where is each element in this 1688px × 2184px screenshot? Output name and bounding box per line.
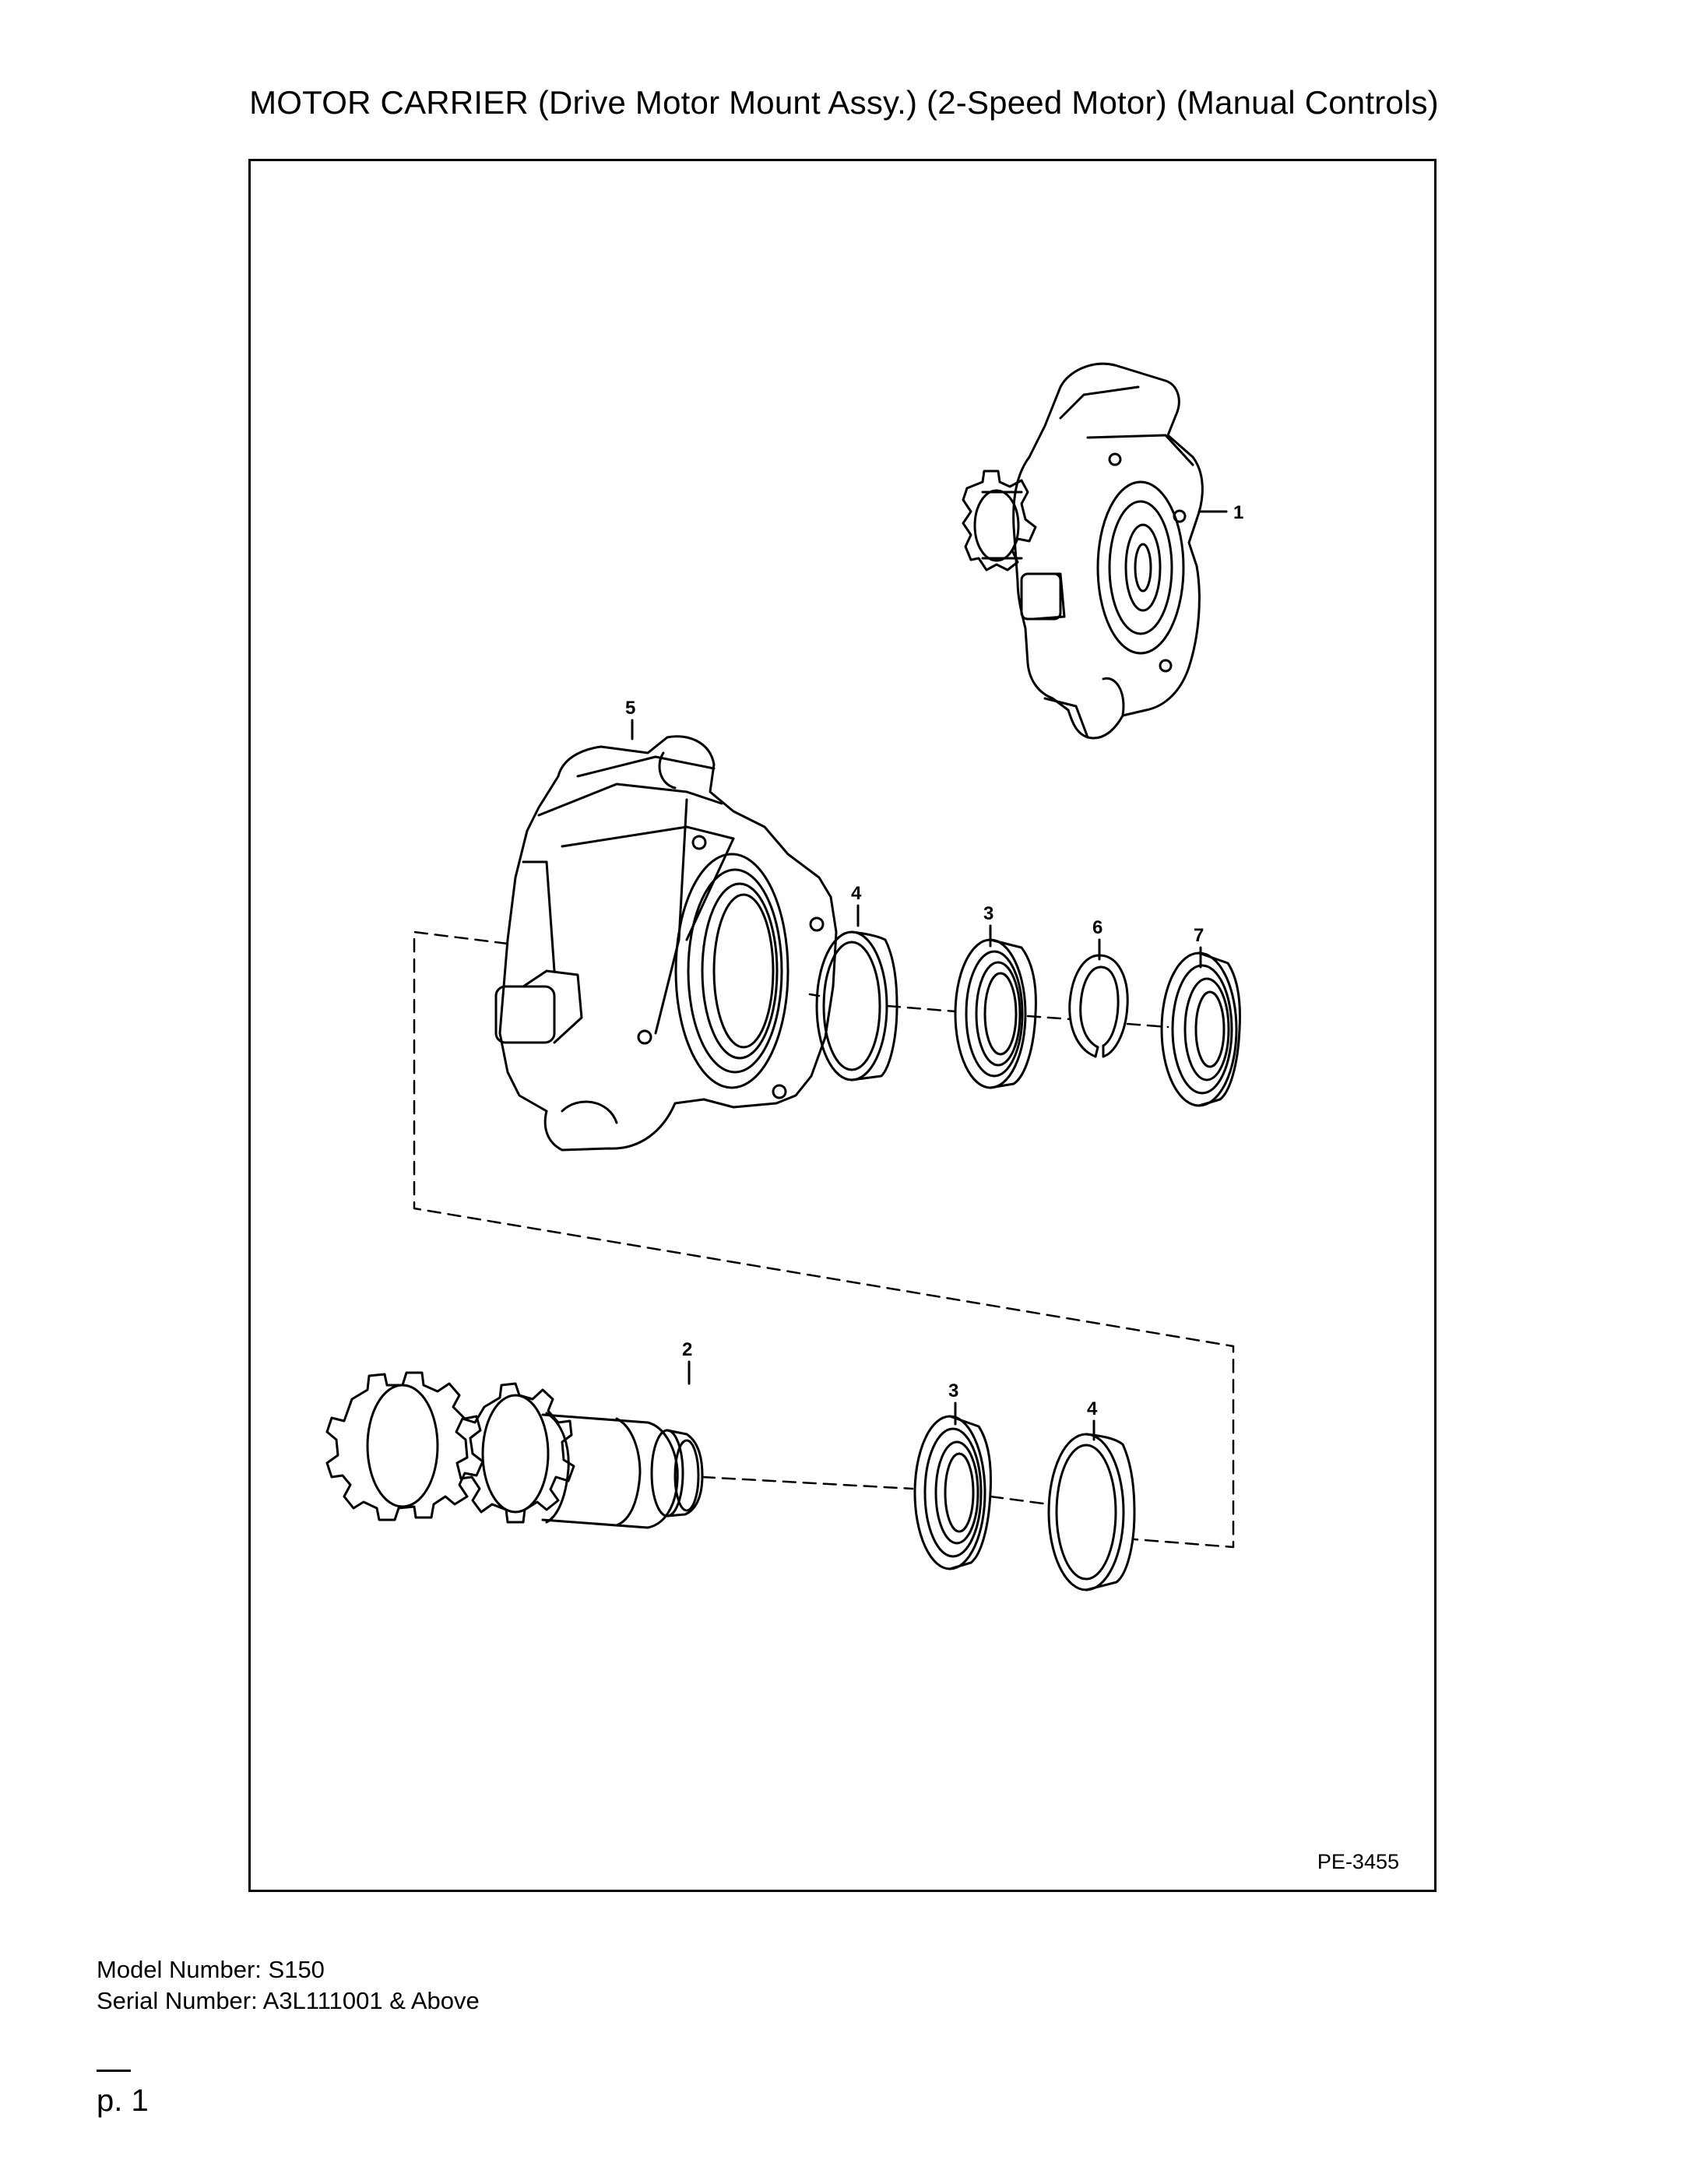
page-number: p. 1 (97, 2084, 149, 2118)
footer-info: Model Number: S150 Serial Number: A3L111… (97, 1954, 480, 2017)
part-6-retaining-ring (1068, 954, 1129, 1058)
part-4-bearing-cup-upper (815, 930, 899, 1081)
page-title: MOTOR CARRIER (Drive Motor Mount Assy.) … (249, 84, 1439, 121)
part-2-sprocket-shaft (325, 1371, 704, 1529)
callout-6: 6 (1092, 917, 1102, 938)
part-3-bearing-cone-upper (954, 938, 1037, 1089)
exploded-view-drawing: 1 5 4 3 6 7 2 3 4 (325, 362, 1243, 1591)
serial-number: Serial Number: A3L111001 & Above (97, 1987, 480, 2014)
part-5-motor-carrier-housing (494, 735, 838, 1152)
callout-numbers: 1 5 4 3 6 7 2 3 4 (625, 502, 1243, 1419)
page-number-rule (97, 2070, 131, 2072)
model-number: Model Number: S150 (97, 1956, 325, 1983)
callout-2: 2 (682, 1339, 692, 1360)
callout-4-lower: 4 (1087, 1398, 1098, 1419)
drawing-code: PE-3455 (1317, 1850, 1399, 1873)
assembly-axis-lines (413, 930, 1235, 1549)
diagram-frame: 1 5 4 3 6 7 2 3 4 PE-3455 (248, 159, 1437, 1892)
part-7-seal (1160, 951, 1241, 1107)
callout-leaders (631, 510, 1228, 1441)
part-1-sprocket (962, 470, 1037, 571)
callout-3-lower: 3 (948, 1380, 958, 1401)
callout-7: 7 (1194, 925, 1204, 946)
part-4-bearing-cup-lower (1047, 1433, 1136, 1591)
callout-5: 5 (625, 698, 635, 719)
callout-1: 1 (1233, 502, 1243, 523)
part-1-motor-carrier-assembly (962, 362, 1204, 740)
callout-4-upper: 4 (851, 883, 862, 904)
callout-3-upper: 3 (983, 903, 993, 924)
part-3-bearing-cone-lower (913, 1415, 992, 1570)
